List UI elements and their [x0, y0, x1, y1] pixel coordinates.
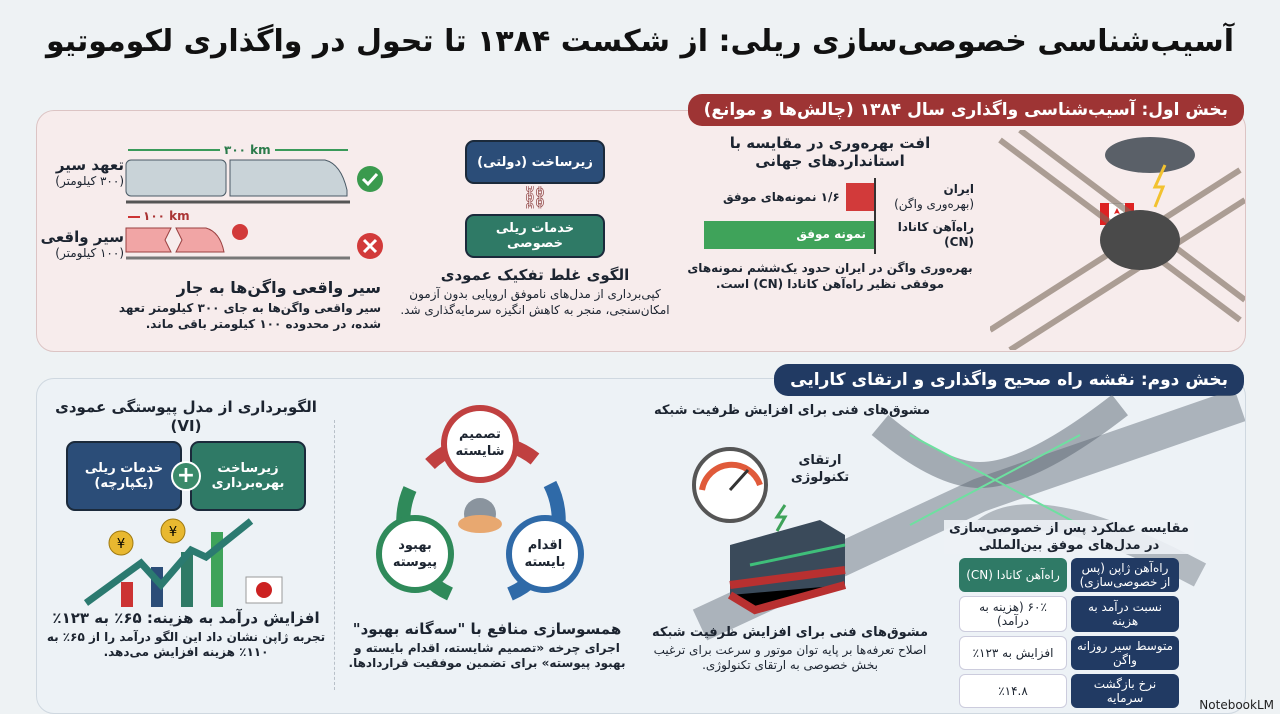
check-icon — [357, 166, 383, 192]
actual-distance: ۱۰۰ km — [140, 209, 193, 223]
table-row: نرخ بازگشت سرمایه٪۱۴.۸ — [959, 674, 1179, 708]
row-value: ۶۰٪ (هزینه به درآمد) — [959, 596, 1067, 632]
private-services-box: خدمات ریلی خصوصی — [465, 214, 605, 258]
trains-text: سیر واقعی واگن‌ها به جای ۳۰۰ کیلومتر تعه… — [118, 301, 381, 331]
page-title: آسیب‌شناسی خصوصی‌سازی ریلی: از شکست ۱۳۸۴… — [45, 24, 1235, 59]
separation-heading: الگوی غلط تفکیک عمودی — [440, 266, 630, 284]
bar-cn: نمونه موفق — [704, 221, 874, 249]
yen-coin-icon: ¥ — [117, 537, 125, 552]
growth-chart-illustration: ¥ ¥ — [83, 518, 283, 607]
vi-heading: الگوبرداری از مدل پیوستگی عمودی (VI) — [55, 398, 317, 435]
cycle-action: اقدام بایسته — [524, 538, 566, 570]
row-label: متوسط سیر روزانه واگن — [1071, 636, 1179, 670]
comparison-heading: مقایسه عملکرد پس از خصوصی‌سازی در مدل‌ها… — [944, 520, 1194, 554]
tech-bottom-heading: مشوق‌های فنی برای افزایش ظرفیت شبکه — [652, 625, 929, 640]
broken-rails-illustration — [990, 130, 1245, 350]
gauge-label: ارتقای تکنولوژی — [790, 453, 850, 485]
plus-icon: + — [171, 461, 201, 491]
improvement-cycle-illustration — [376, 405, 584, 601]
committed-sub: (۳۰۰ کیلومتر) — [55, 174, 124, 188]
iran-sub: (بهره‌وری واگن) — [894, 197, 974, 211]
cn-label: راه‌آهن کانادا — [897, 220, 974, 234]
col-canada: راه‌آهن کانادا (CN) — [959, 558, 1067, 592]
integrated-services-box: خدمات ریلی (یکپارچه) — [66, 441, 182, 511]
trains-heading: سیر واقعی واگن‌ها به جار — [176, 278, 381, 297]
tech-text: اصلاح تعرفه‌ها بر پایه توان موتور و سرعت… — [653, 643, 927, 672]
row-label: نرخ بازگشت سرمایه — [1071, 674, 1179, 708]
cycle-decision: تصمیم شایسته — [455, 427, 505, 459]
section-one-header: بخش اول: آسیب‌شناسی واگذاری سال ۱۳۸۴ (چا… — [687, 94, 1244, 126]
train-comparison: ۳۰۰ km ۱۰۰ km — [40, 140, 383, 270]
yen-coin-icon: ¥ — [169, 525, 177, 540]
storm-cloud-icon — [1105, 137, 1195, 173]
railway-junction-illustration — [692, 395, 1245, 641]
cn-value-label: نمونه موفق — [796, 227, 866, 241]
actual-label: سیر واقعی — [40, 228, 124, 246]
bar-iran — [845, 183, 874, 211]
cn-sub: (CN) — [944, 235, 974, 249]
row-value: ٪۱۴.۸ — [959, 674, 1067, 708]
table-header-row: راه‌آهن ژاپن (پس از خصوصی‌سازی)راه‌آهن ک… — [959, 558, 1179, 592]
divider — [334, 420, 335, 690]
infrastructure-box: زیرساخت (دولتی) — [465, 140, 605, 184]
row-label: نسبت درآمد به هزینه — [1071, 596, 1179, 632]
iran-label-group: ایران (بهره‌وری واگن) — [876, 182, 980, 212]
comparison-table: راه‌آهن ژاپن (پس از خصوصی‌سازی)راه‌آهن ک… — [955, 554, 1183, 712]
cn-label-group: راه‌آهن کانادا (CN) — [876, 220, 980, 250]
row-value: افزایش به ۱۲۳٪ — [959, 636, 1067, 670]
cycle-text: اجرای چرخه «تصمیم شایسته، اقدام بایسته و… — [348, 641, 626, 670]
section-two-header: بخش دوم: نقشه راه صحیح واگذاری و ارتقای … — [774, 364, 1244, 396]
cycle-heading: همسوسازی منافع با "سه‌گانه بهبود" — [352, 620, 622, 638]
vi-boxes: خدمات ریلی (یکپارچه) زیرساخت بهره‌برداری… — [66, 441, 306, 511]
tech-heading: مشوق‌های فنی برای افزایش ظرفیت شبکه — [653, 403, 930, 418]
iran-label: ایران — [943, 182, 974, 196]
handshake-icon — [458, 515, 502, 533]
lightning-icon — [774, 504, 788, 532]
iran-value-label: ۱/۶ نمونه‌های موفق — [722, 190, 840, 204]
vi-subheading: افزایش درآمد به هزینه: ۶۵٪ به ۱۲۳٪ — [52, 609, 320, 627]
committed-label: تعهد سیر — [55, 156, 124, 174]
productivity-chart: ایران (بهره‌وری واگن) ۱/۶ نمونه‌های موفق… — [680, 172, 980, 254]
col-japan: راه‌آهن ژاپن (پس از خصوصی‌سازی) — [1071, 558, 1179, 592]
broken-link-icon: ⛓ — [521, 186, 549, 211]
separation-text: کپی‌برداری از مدل‌های ناموفق اروپایی بدو… — [400, 287, 670, 317]
locomotive-icon — [727, 520, 847, 615]
warning-icon — [232, 224, 248, 240]
productivity-text: بهره‌وری واگن در ایران حدود یک‌ششم نمونه… — [687, 261, 973, 291]
cycle-improvement: بهبود پیوسته — [392, 538, 438, 570]
vi-text: تجربه ژاپن نشان داد این الگو درآمد را از… — [46, 630, 326, 659]
committed-distance: ۳۰۰ km — [220, 143, 275, 157]
productivity-heading: افت بهره‌وری در مقایسه با استانداردهای ج… — [729, 134, 931, 170]
actual-sub: (۱۰۰ کیلومتر) — [55, 246, 124, 260]
notebooklm-watermark: NotebookLM — [1199, 698, 1274, 712]
infrastructure-operation-box: زیرساخت بهره‌برداری — [190, 441, 306, 511]
